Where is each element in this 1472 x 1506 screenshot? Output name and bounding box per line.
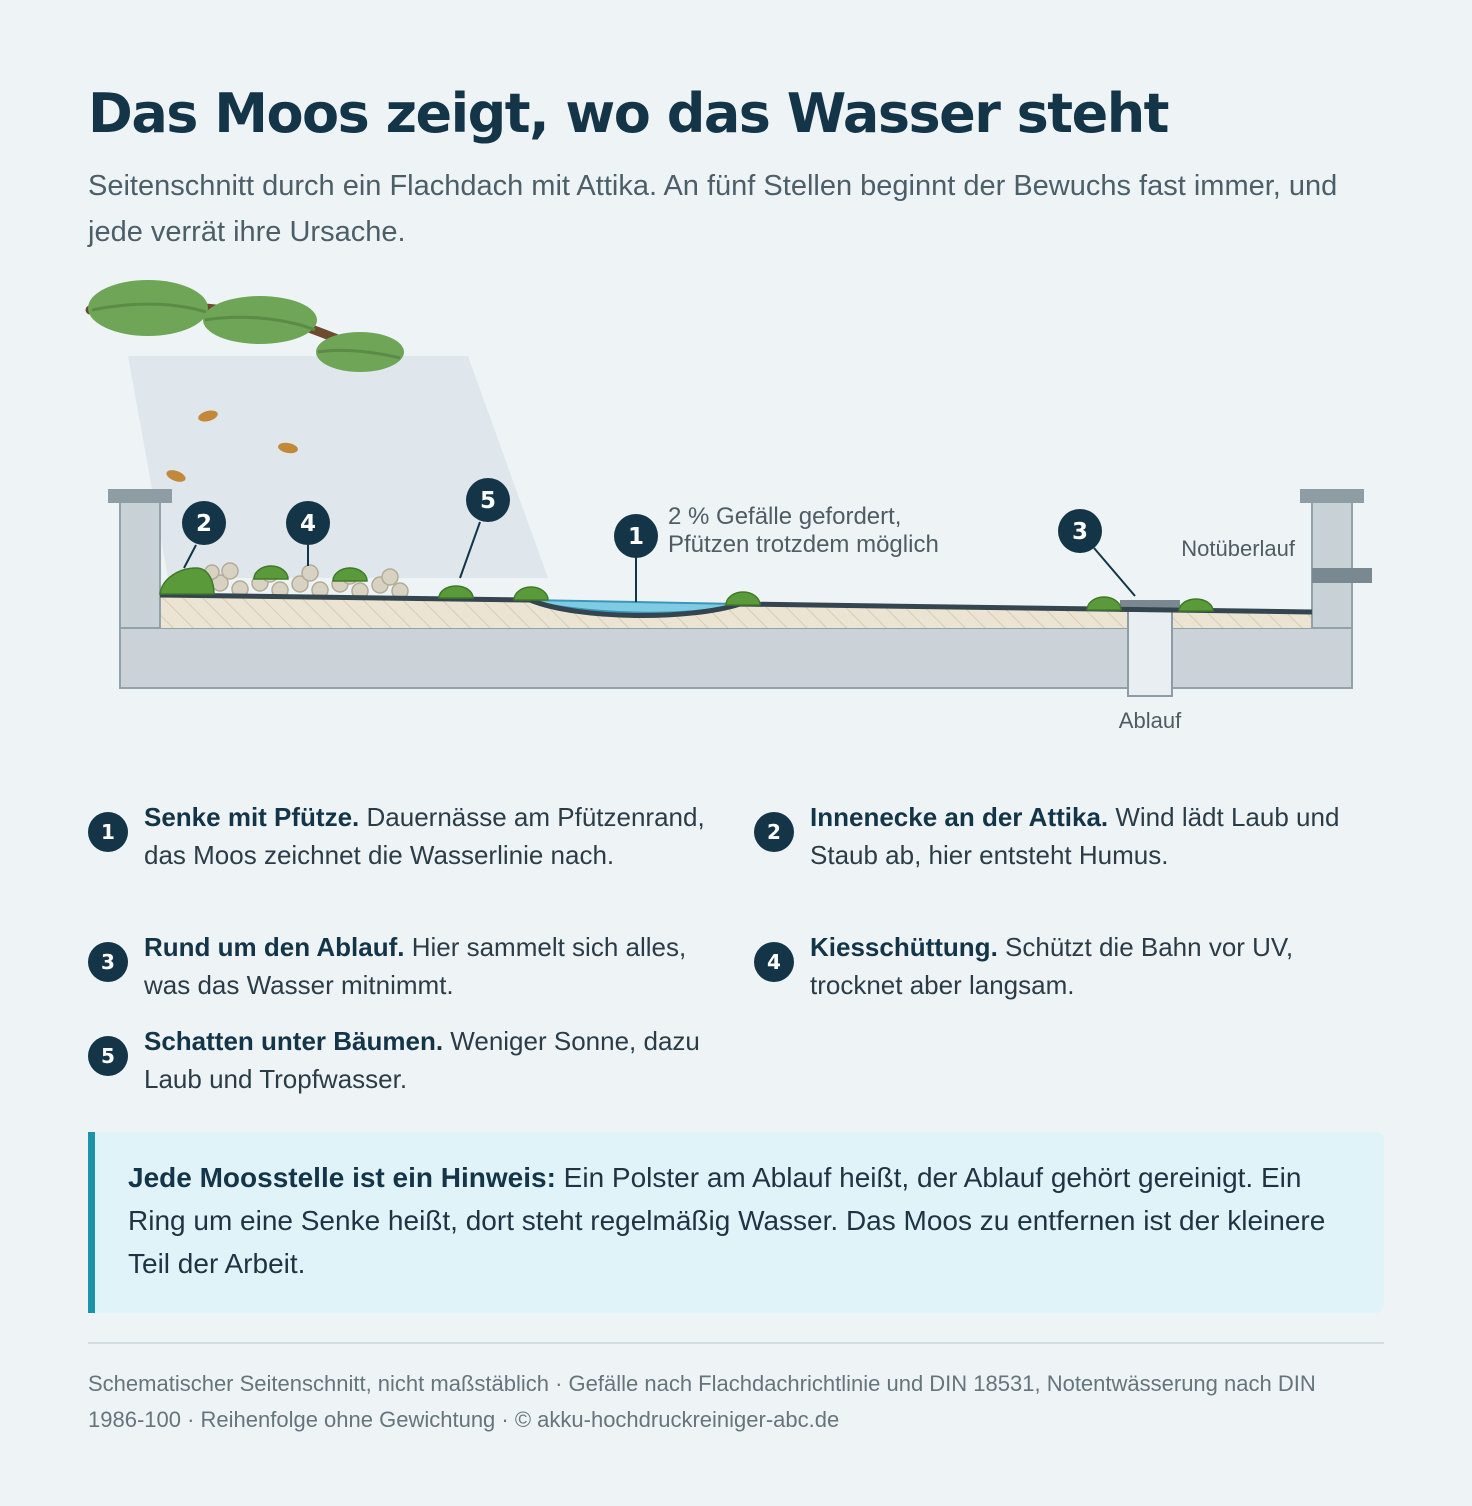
svg-text:3: 3 xyxy=(1072,519,1088,545)
roof-membrane xyxy=(159,592,1313,619)
marker-4: 4 xyxy=(286,501,330,545)
legend-text: Kiesschüttung. Schützt die Bahn vor UV, … xyxy=(810,932,1294,1000)
legend-text: Innenecke an der Attika. Wind lädt Laub … xyxy=(810,802,1340,870)
overflow-label: Notüberlauf xyxy=(1181,536,1296,561)
footer-source-note: Schematischer Seitenschnitt, nicht maßst… xyxy=(88,1371,1316,1432)
marker-2: 2 xyxy=(182,501,226,545)
legend-badge: 5 xyxy=(88,1036,128,1076)
callout-text: Jede Moosstelle ist ein Hinweis: Ein Pol… xyxy=(128,1162,1326,1279)
legend-badge: 4 xyxy=(754,942,794,982)
legend-text: Schatten unter Bäumen. Weniger Sonne, da… xyxy=(144,1026,700,1094)
legend-text: Senke mit Pfütze. Dauernässe am Pfützenr… xyxy=(144,802,705,870)
page-subtitle: Seitenschnitt durch ein Flachdach mit At… xyxy=(88,170,1338,248)
svg-text:4: 4 xyxy=(300,511,316,537)
svg-text:5: 5 xyxy=(480,488,496,514)
tree-icon xyxy=(85,280,404,372)
falling-leaf-icon xyxy=(166,470,186,482)
slope-label-line2: Pfützen trotzdem möglich xyxy=(668,531,939,558)
drain-label: Ablauf xyxy=(1119,708,1182,733)
marker-5: 5 xyxy=(466,478,510,522)
marker-1: 1 xyxy=(614,514,658,558)
svg-text:1: 1 xyxy=(628,524,644,550)
legend-badge: 3 xyxy=(88,942,128,982)
legend-badge: 1 xyxy=(88,812,128,852)
slope-label-line1: 2 % Gefälle gefordert, xyxy=(668,503,901,530)
parapet-left xyxy=(108,489,172,629)
moss-patches xyxy=(159,565,1214,612)
parapet-right xyxy=(1300,489,1372,629)
falling-leaf-icon xyxy=(278,442,298,454)
roof-drain xyxy=(1120,600,1180,697)
page-title: Das Moos zeigt, wo das Wasser steht xyxy=(88,82,1170,145)
svg-text:2: 2 xyxy=(196,511,212,537)
roof-section-diagram: 1 2 3 4 5 2 % Gefälle gefordert, Pfützen… xyxy=(85,280,1372,733)
falling-leaf-icon xyxy=(198,410,218,422)
divider xyxy=(88,1342,1384,1344)
tree-shade xyxy=(128,356,548,578)
legend-badge: 2 xyxy=(754,812,794,852)
legend-text: Rund um den Ablauf. Hier sammelt sich al… xyxy=(144,932,687,1000)
marker-leader-lines xyxy=(183,521,1136,602)
insulation-layer xyxy=(160,596,1312,628)
overflow-pipe xyxy=(1312,568,1372,583)
callout-note: Jede Moosstelle ist ein Hinweis: Ein Pol… xyxy=(88,1132,1384,1313)
marker-3: 3 xyxy=(1058,509,1102,553)
